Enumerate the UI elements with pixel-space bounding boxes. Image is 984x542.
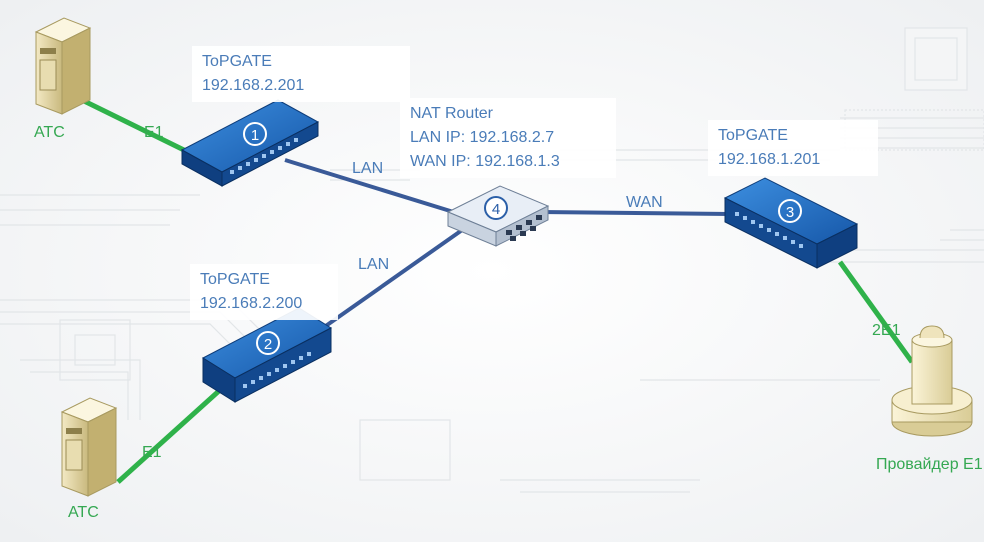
pbx-server-icon [60, 397, 118, 497]
gateway-1-ip: 192.168.2.201 [202, 77, 305, 94]
gateway-3-info: ToPGATE 192.168.1.201 [708, 120, 878, 176]
gateway-1-name: ToPGATE [202, 53, 272, 70]
lan-label-bottom: LAN [358, 256, 390, 273]
e1-label-top: E1 [144, 124, 164, 141]
gateway-2-ip: 192.168.2.200 [200, 295, 303, 312]
badge-gateway-1: 1 [243, 122, 267, 146]
gateway-switch-icon [180, 99, 320, 187]
lan-link-top [284, 158, 461, 216]
badge-label: 2 [264, 336, 272, 353]
pbx-server-icon [34, 17, 92, 115]
pbx-bottom-label: АТС [68, 504, 99, 521]
lan-link-bottom [318, 226, 467, 332]
router-wan-ip: WAN IP: 192.168.1.3 [410, 153, 560, 170]
e1-label-provider: 2E1 [872, 322, 901, 339]
badge-label: 4 [492, 201, 500, 218]
gateway-2-info: ToPGATE 192.168.2.200 [190, 264, 338, 320]
gateway-switch-icon [201, 307, 333, 403]
router-name: NAT Router [410, 105, 493, 122]
gateway-2-name: ToPGATE [200, 271, 270, 288]
e1-link-provider [837, 260, 915, 364]
router-info: NAT Router LAN IP: 192.168.2.7 WAN IP: 1… [400, 98, 616, 178]
wan-link [539, 210, 731, 216]
e1-link-bottom [116, 388, 222, 484]
e1-link-top [80, 97, 190, 155]
lan-label-top: LAN [352, 160, 384, 177]
wan-label: WAN [626, 194, 663, 211]
gateway-3-name: ToPGATE [718, 127, 788, 144]
badge-label: 3 [786, 204, 794, 221]
e1-label-bottom: E1 [142, 444, 162, 461]
pbx-top-label: АТС [34, 124, 65, 141]
badge-gateway-3: 3 [778, 199, 802, 223]
gateway-3-ip: 192.168.1.201 [718, 151, 821, 168]
gateway-1-info: ToPGATE 192.168.2.201 [192, 46, 410, 102]
gateway-switch-icon [723, 177, 859, 269]
provider-label: Провайдер E1 [876, 456, 983, 473]
router-lan-ip: LAN IP: 192.168.2.7 [410, 129, 555, 146]
provider-tower-icon [891, 325, 973, 437]
badge-label: 1 [251, 127, 259, 144]
badge-gateway-2: 2 [256, 331, 280, 355]
badge-router: 4 [484, 196, 508, 220]
